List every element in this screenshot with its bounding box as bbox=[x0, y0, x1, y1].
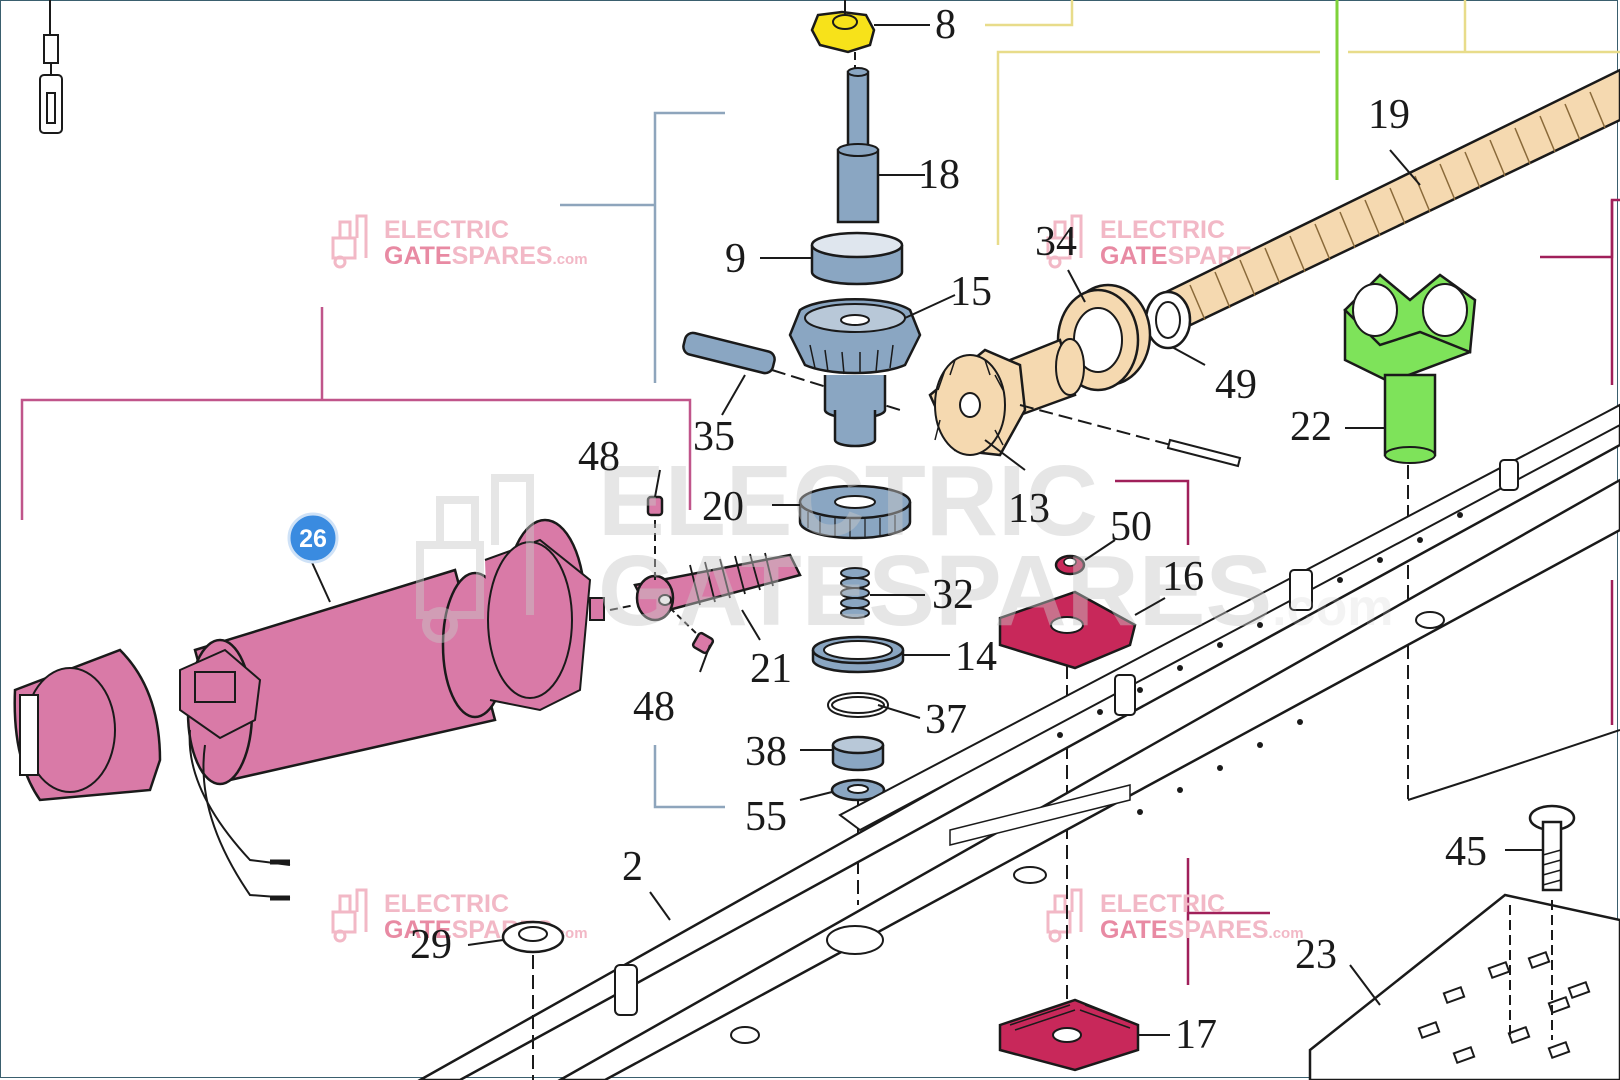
part-26-motor bbox=[13, 518, 605, 901]
group-line-crimson-1 bbox=[1115, 479, 1190, 545]
part-20-worm-wheel bbox=[798, 484, 912, 540]
watermark-top-left: ELECTRIC GATESPARES.com bbox=[331, 214, 588, 270]
callout-50: 50 bbox=[1110, 504, 1152, 550]
callout-17: 17 bbox=[1175, 1012, 1217, 1058]
watermark-gate: GATE bbox=[1100, 242, 1168, 270]
callout-38: 38 bbox=[745, 729, 787, 775]
callout-14: 14 bbox=[955, 634, 997, 680]
group-line-blue bbox=[653, 111, 725, 383]
part-17-plate bbox=[998, 998, 1140, 1072]
part-21-worm bbox=[609, 552, 802, 622]
watermark-center-com: .com bbox=[1272, 579, 1393, 637]
watermark-line1: ELECTRIC bbox=[384, 216, 509, 244]
watermark-gate: GATE bbox=[1100, 916, 1168, 944]
group-line-crimson-4 bbox=[1540, 198, 1620, 259]
callout-48-top: 48 bbox=[578, 434, 620, 480]
group-line-pink bbox=[20, 398, 692, 520]
callout-16: 16 bbox=[1162, 554, 1204, 600]
callout-21: 21 bbox=[750, 646, 792, 692]
callout-29: 29 bbox=[410, 922, 452, 968]
part-15-gear bbox=[788, 297, 922, 448]
badge-label: 26 bbox=[299, 525, 327, 553]
part-8-yellow-cap bbox=[810, 0, 876, 54]
svg-text:GATESPARES.com: GATESPARES.com bbox=[1100, 916, 1304, 944]
part-45-bolt bbox=[1528, 804, 1576, 892]
part-49-ring bbox=[1144, 290, 1192, 350]
callout-35: 35 bbox=[693, 414, 735, 460]
callout-48-bottom: 48 bbox=[633, 684, 675, 730]
watermark-center-line1: ELECTRIC bbox=[598, 445, 1098, 557]
part-22-bracket bbox=[1343, 273, 1477, 800]
group-line-yellow bbox=[985, 0, 1074, 27]
part-9-collar bbox=[810, 231, 904, 286]
watermark-logo-icon bbox=[331, 214, 368, 269]
part-13-bevel-gear bbox=[928, 338, 1242, 468]
part-38-bush bbox=[831, 735, 885, 772]
leader-lines bbox=[467, 24, 1543, 1036]
callout-15: 15 bbox=[950, 269, 992, 315]
watermark-center: ELECTRIC GATESPARES.com bbox=[416, 445, 1394, 647]
callout-22: 22 bbox=[1290, 404, 1332, 450]
connector-plug bbox=[39, 0, 63, 134]
part-14-ring bbox=[811, 635, 905, 674]
callout-55: 55 bbox=[745, 794, 787, 840]
watermark-center-line2: GATESPARES bbox=[598, 535, 1272, 647]
callout-13: 13 bbox=[1008, 486, 1050, 532]
part-23-plate bbox=[1308, 893, 1620, 1080]
watermark-bottom-right: ELECTRIC GATESPARES.com bbox=[1046, 888, 1304, 944]
callout-19: 19 bbox=[1368, 92, 1410, 138]
group-line-blue-lower bbox=[653, 745, 725, 809]
watermark-line1: ELECTRIC bbox=[384, 890, 509, 918]
watermark-logo-icon bbox=[1046, 888, 1083, 943]
watermark-line1: ELECTRIC bbox=[1100, 216, 1225, 244]
hotspot-badge-26[interactable]: 26 bbox=[287, 512, 339, 564]
callout-labels: 8 18 19 9 15 34 49 35 22 48 20 13 50 16 … bbox=[410, 2, 1487, 1058]
part-2-rail bbox=[417, 403, 1620, 1080]
part-50-nut bbox=[1054, 554, 1086, 576]
part-29-nut bbox=[501, 920, 565, 1080]
callout-8: 8 bbox=[935, 2, 956, 48]
callout-32: 32 bbox=[932, 572, 974, 618]
watermark-spares: SPARES bbox=[452, 242, 553, 270]
callout-49: 49 bbox=[1215, 362, 1257, 408]
svg-text:GATESPARES.com: GATESPARES.com bbox=[598, 535, 1394, 647]
callout-18: 18 bbox=[918, 152, 960, 198]
watermark-big-logo-icon bbox=[416, 474, 534, 643]
part-16-plate bbox=[998, 590, 1137, 1010]
callout-37: 37 bbox=[925, 697, 967, 743]
svg-text:GATESPARES.com: GATESPARES.com bbox=[384, 242, 588, 270]
callout-2: 2 bbox=[622, 844, 643, 890]
callout-23: 23 bbox=[1295, 932, 1337, 978]
watermark-spares: SPARES bbox=[1168, 916, 1269, 944]
dashed-line-right bbox=[1407, 729, 1620, 801]
callout-20: 20 bbox=[702, 484, 744, 530]
watermark-com: .com bbox=[1269, 925, 1304, 942]
watermark-logo-icon bbox=[331, 888, 368, 943]
group-line-yellow-2 bbox=[996, 50, 1320, 245]
watermark-com: .com bbox=[553, 251, 588, 268]
part-32-spring bbox=[840, 567, 870, 619]
grouping-lines bbox=[20, 0, 1620, 985]
callout-34: 34 bbox=[1035, 219, 1077, 265]
part-37-circlip bbox=[827, 692, 889, 718]
watermark-gate: GATE bbox=[384, 916, 452, 944]
callout-45: 45 bbox=[1445, 829, 1487, 875]
part-18-tube bbox=[836, 52, 880, 224]
watermark-line1: ELECTRIC bbox=[1100, 890, 1225, 918]
callout-9: 9 bbox=[725, 236, 746, 282]
watermark-gate: GATE bbox=[384, 242, 452, 270]
watermark-logo-icon bbox=[1046, 214, 1083, 269]
